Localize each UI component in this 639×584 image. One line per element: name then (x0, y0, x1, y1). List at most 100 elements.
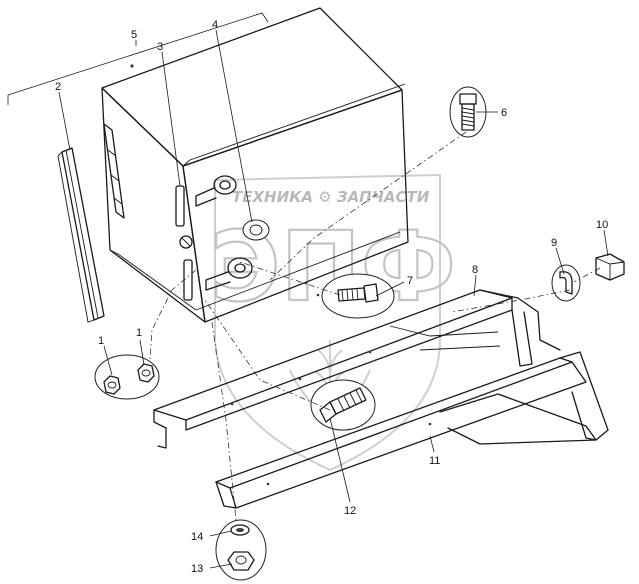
leader-8 (473, 274, 477, 297)
watermark-brand-line: ТЕХНИКА ⚙ ЗАПЧАСТИ (232, 188, 430, 206)
bracket-8-end (153, 409, 167, 449)
bracket-11-top (215, 357, 573, 489)
watermark-shield (214, 173, 441, 472)
port-highlight (242, 219, 270, 241)
clip-9-shape (559, 271, 573, 295)
latch-post-upper (175, 185, 185, 227)
axis-clip-9 (451, 289, 571, 313)
bolt-7 (321, 273, 395, 319)
bracket-11 (215, 351, 609, 509)
bracket-8-brace (389, 325, 501, 351)
callout-13: 13 (191, 563, 203, 575)
bolt-7-shank (337, 287, 366, 302)
nuts-group-1-highlight (94, 354, 160, 400)
bracket-8 (153, 289, 561, 449)
box-rivet (130, 64, 134, 68)
latch-lock-slot (181, 237, 191, 247)
fastener-group-13-14 (215, 519, 267, 581)
bolt-7-thread (341, 288, 359, 301)
callout-7: 7 (407, 275, 413, 287)
callout-1b: 1 (136, 327, 142, 339)
leader-13 (209, 563, 233, 569)
bolt-12 (310, 379, 376, 431)
bolt-6-shank (461, 103, 475, 131)
axis-bolt-7 (239, 261, 341, 296)
leader-9 (555, 247, 565, 275)
callout-2: 2 (55, 81, 61, 93)
nut-1a (103, 375, 121, 395)
box-left-face (101, 87, 206, 323)
leader-12 (329, 417, 351, 503)
bracket-8-arm (479, 289, 561, 351)
cable-port-lower (205, 257, 253, 291)
axis-nut-13 (211, 321, 237, 521)
bolt-6 (449, 86, 487, 138)
bolt-6-head (459, 93, 477, 105)
port-hole (249, 224, 263, 236)
seal-strip (57, 147, 105, 323)
latch-lock (179, 235, 193, 249)
callout-5: 5 (131, 29, 137, 41)
battery-box (101, 7, 409, 323)
assembly-lines (149, 131, 601, 521)
axis-bolt-6 (269, 131, 467, 281)
callout-10: 10 (596, 219, 608, 231)
nut-10-edges (595, 257, 625, 280)
bracket-8-hole-2 (298, 377, 302, 381)
nut-13 (227, 551, 255, 571)
bracket-11-arm (559, 351, 609, 441)
bolt-12-thread (337, 389, 363, 412)
box-left-bottom-edge (109, 249, 197, 311)
callout-8: 8 (472, 264, 478, 276)
leader-10 (603, 229, 609, 257)
callout-1a: 1 (98, 335, 104, 347)
leader-2 (58, 91, 71, 151)
nut-10 (595, 253, 625, 281)
callout-labels: 1 1 2 3 4 5 6 7 8 9 10 11 12 13 14 (55, 19, 608, 575)
callout-9: 9 (551, 237, 557, 249)
callout-4: 4 (212, 19, 218, 31)
hinge-knuckles (107, 149, 123, 205)
leader-4 (215, 29, 253, 223)
axis-nut-10 (573, 267, 601, 283)
leader-1a (103, 345, 113, 376)
callout-11: 11 (429, 455, 440, 467)
bracket-8-hole-1 (230, 402, 234, 406)
leader-14 (209, 530, 232, 537)
nuts-group-1 (94, 354, 160, 400)
nut-10-body (595, 253, 625, 281)
bolt-6-thread (461, 107, 475, 127)
leader-7 (375, 281, 405, 297)
bracket-8-hole-3 (368, 350, 372, 354)
leader-lines (58, 29, 609, 569)
box-hole-2 (316, 293, 320, 297)
bolt-12-highlight (310, 379, 376, 431)
bracket-11-end (215, 481, 237, 509)
callout-6: 6 (501, 107, 507, 119)
bracket-11-hole-2 (428, 422, 432, 426)
bracket-8-side (185, 297, 513, 431)
bolt-12-shank (329, 387, 367, 415)
axis-bolt-12 (204, 299, 331, 411)
callout-14: 14 (191, 531, 203, 543)
latch-post-lower (183, 259, 193, 301)
box-hinge (103, 123, 125, 219)
axis-nuts-1 (149, 269, 197, 361)
bracket-11-side (235, 361, 587, 509)
leader-3 (161, 51, 181, 187)
bracket-8-leg (511, 309, 533, 367)
washer-14 (230, 524, 250, 536)
leader-1b (139, 339, 145, 366)
bracket-11-brace (439, 393, 597, 445)
callout-12: 12 (344, 505, 356, 517)
bracket-11-hole-1 (266, 482, 270, 486)
leader-11 (429, 435, 435, 453)
box-hole-1 (304, 281, 308, 285)
box-lip (182, 83, 406, 167)
box-bottom-edge (195, 231, 401, 311)
callout-3: 3 (157, 41, 163, 53)
assembly-bracket-5 (7, 12, 269, 105)
clip-9 (551, 264, 581, 302)
